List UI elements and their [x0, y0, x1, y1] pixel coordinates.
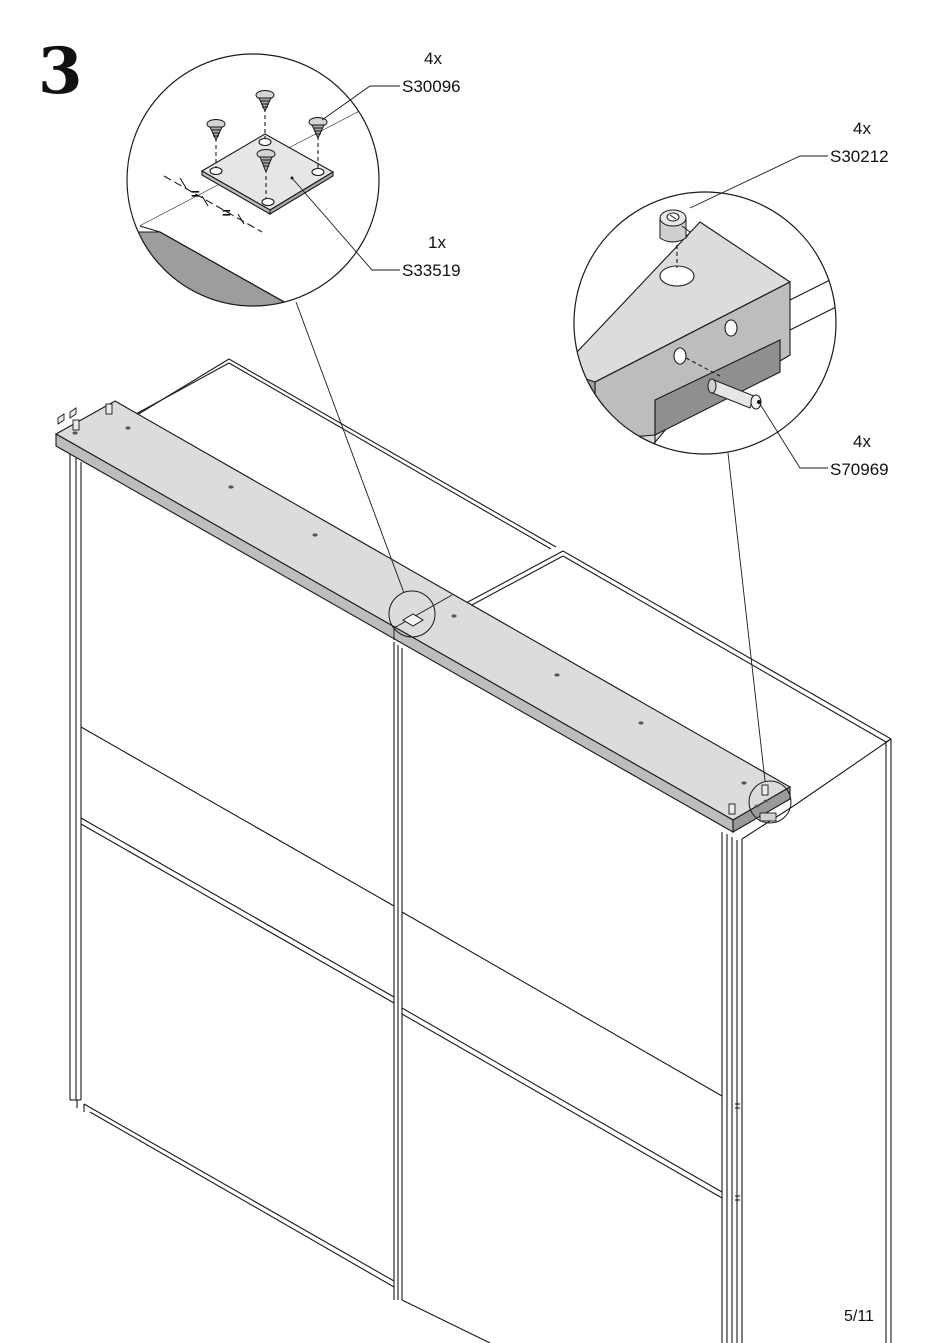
equal-mark-2: = [222, 205, 231, 222]
callout-cam-part: S30212 [830, 148, 889, 165]
top-rail-top-face [56, 401, 790, 820]
callout-plate-part: S33519 [402, 262, 461, 279]
callout-plate-qty: 1x [428, 234, 446, 251]
step-number: 3 [38, 40, 83, 104]
equal-mark-1: = [191, 186, 200, 203]
callout-cam-qty: 4x [853, 120, 871, 137]
callout-dowel-part: S70969 [830, 461, 889, 478]
cam-lock-icon [660, 210, 690, 242]
detail-circle-end [560, 192, 850, 460]
top-rail [56, 401, 790, 832]
page-number: 5/11 [844, 1308, 874, 1326]
callout-screw-qty: 4x [424, 50, 442, 67]
callout-dowel-qty: 4x [853, 433, 871, 450]
detail-circle-plate: = = [127, 54, 400, 340]
callout-screw-part: S30096 [402, 78, 461, 95]
